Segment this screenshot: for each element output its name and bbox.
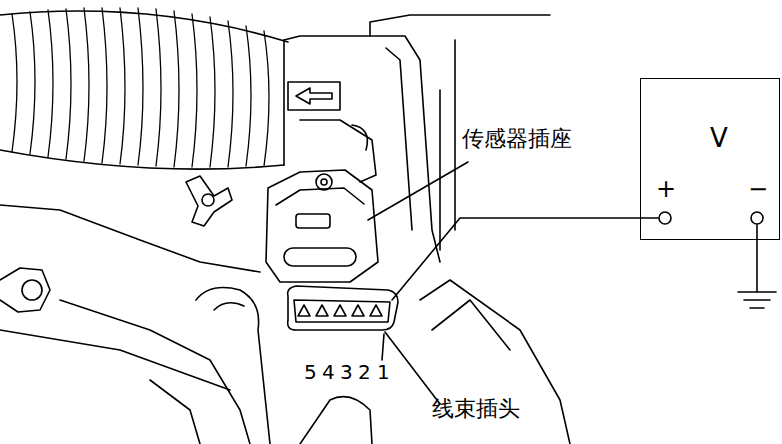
part-label: 线束插头 bbox=[432, 398, 520, 420]
part-label: 传感器插座 bbox=[462, 128, 572, 150]
negative-terminal-sign: − bbox=[748, 177, 768, 201]
pin-number: 1 bbox=[377, 362, 390, 382]
pin-number: 4 bbox=[322, 362, 335, 382]
meter-symbol: V bbox=[710, 125, 728, 151]
pin-number: 3 bbox=[340, 362, 353, 382]
voltmeter-box: V + − bbox=[640, 78, 780, 240]
pin-number: 2 bbox=[358, 362, 371, 382]
pin-number: 5 bbox=[304, 362, 317, 382]
positive-terminal-sign: + bbox=[656, 177, 676, 201]
